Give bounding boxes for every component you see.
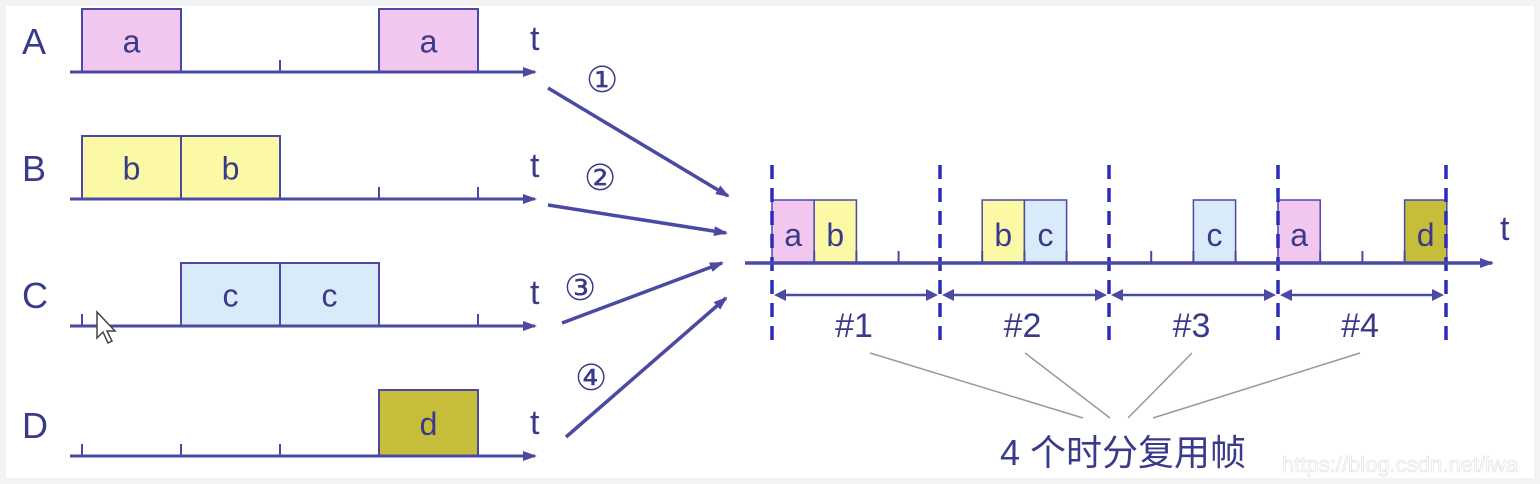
multiplex-arrows: ① ② ③ ④ [547,59,730,439]
frame-slot-label: a [784,217,802,253]
signal-block [378,389,479,457]
frame-label: #2 [1004,307,1042,345]
caption-pointer-line [1024,352,1111,419]
frame-slot-label: d [1417,217,1435,253]
arrow-line [561,261,724,325]
frame-slot-label: b [826,217,844,253]
dimension-arrow-right [1264,289,1276,301]
arrow-number-label: ③ [564,267,596,308]
frame-slot-block [1277,199,1321,264]
frame-slot-block [1403,199,1448,264]
row-label: B [22,148,46,189]
arrow-number-label: ④ [575,357,607,398]
signal-block [81,135,182,200]
frame-slot-label: c [1038,217,1054,253]
caption-pointer-line [1152,352,1361,419]
dimension-arrow-left [942,289,954,301]
channel-arrow-1: ① [547,59,730,198]
arrow-number-label: ② [584,157,616,198]
dimension-arrow-left [774,289,786,301]
row-label: D [22,405,48,446]
dimension-arrow-right [1095,289,1107,301]
frame-slot-block [813,199,858,264]
signal-block [180,262,281,327]
arrow-line [547,86,730,198]
dimension-arrow-left [1280,289,1292,301]
caption-pointer-line [1127,352,1193,419]
frame-slot-label: c [1207,217,1223,253]
axis-label-t: t [530,147,540,185]
block-label: d [420,406,438,442]
frame-label: #3 [1173,307,1211,345]
frame-slot-label: a [1290,217,1308,253]
frame-4: a d #4 [1277,199,1448,345]
frame-slot-block [981,199,1026,264]
channel-arrow-4: ④ [564,296,728,439]
caption-pointer-line [869,352,1084,419]
block-label: a [420,24,438,60]
frame-slot-block [771,199,815,264]
row-label: C [22,275,48,316]
arrow-number-label: ① [586,59,618,100]
axis-label-t: t [530,274,540,312]
frame-slot-block [1023,199,1068,264]
frame-slot-label: b [994,217,1012,253]
axis-label-t: t [530,404,540,442]
arrow-line [564,296,728,439]
row-label: A [22,21,46,62]
axis-label-t: t [1500,210,1510,248]
dimension-arrow-left [1111,289,1123,301]
caption: 4 个时分复用帧 [1000,432,1246,473]
block-label: a [123,24,141,60]
dimension-arrow-right [1432,289,1444,301]
block-label: b [123,151,141,187]
axis-label-t: t [530,20,540,58]
mouse-cursor-icon [96,310,117,345]
channel-arrow-2: ② [547,157,728,237]
arrow-line [547,203,728,237]
frame-label: #1 [835,307,873,345]
block-label: c [223,278,239,314]
block-label: c [322,278,338,314]
dimension-arrow-right [926,289,938,301]
frame-label: #4 [1341,307,1379,345]
block-label: b [222,151,240,187]
watermark: https://blog.csdn.net/iwa [1282,452,1519,477]
signal-block [81,8,182,73]
channel-arrow-3: ③ [561,261,724,325]
